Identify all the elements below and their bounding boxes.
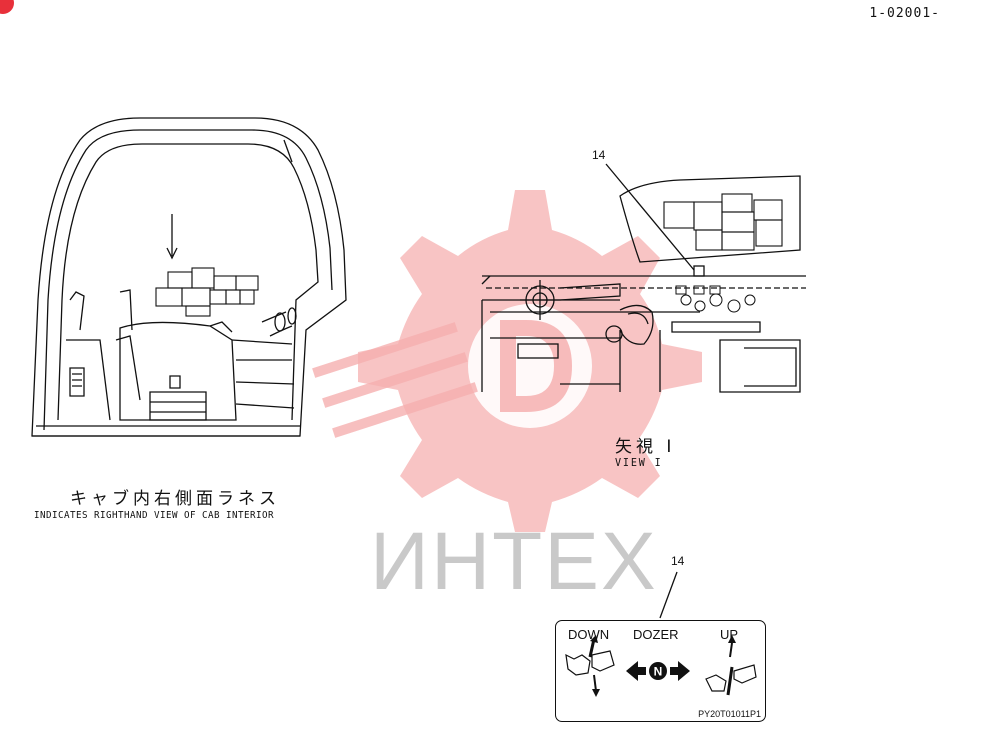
- neutral-symbol: N: [654, 665, 663, 679]
- callout-14-label: 14: [671, 554, 685, 568]
- page-number: 1-02001-: [869, 6, 940, 21]
- view-caption-jp: 矢視 I: [615, 437, 676, 457]
- decal-symbols: N: [565, 635, 757, 697]
- callout-14-view: 14: [592, 148, 606, 162]
- decal-up-label: UP: [720, 627, 739, 642]
- label-leader-line: [659, 571, 678, 619]
- cab-caption-jp: キャブ内右側面ラネス: [70, 489, 280, 509]
- cab-caption-en: INDICATES RIGHTHAND VIEW OF CAB INTERIOR: [34, 510, 274, 521]
- view-i-drawing: [481, 163, 806, 393]
- decal-dozer-label: DOZER: [633, 627, 679, 642]
- dozer-control-decal: N DOWN DOZER UP PY20T01011P1: [555, 620, 766, 722]
- decal-down-label: DOWN: [568, 627, 610, 642]
- decal-part-code: PY20T01011P1: [698, 709, 761, 719]
- view-caption-en: VIEW I: [615, 456, 663, 469]
- cab-interior-drawing: [31, 117, 347, 437]
- corner-badge: [0, 0, 14, 14]
- watermark-text: ИНТЕХ: [370, 516, 658, 607]
